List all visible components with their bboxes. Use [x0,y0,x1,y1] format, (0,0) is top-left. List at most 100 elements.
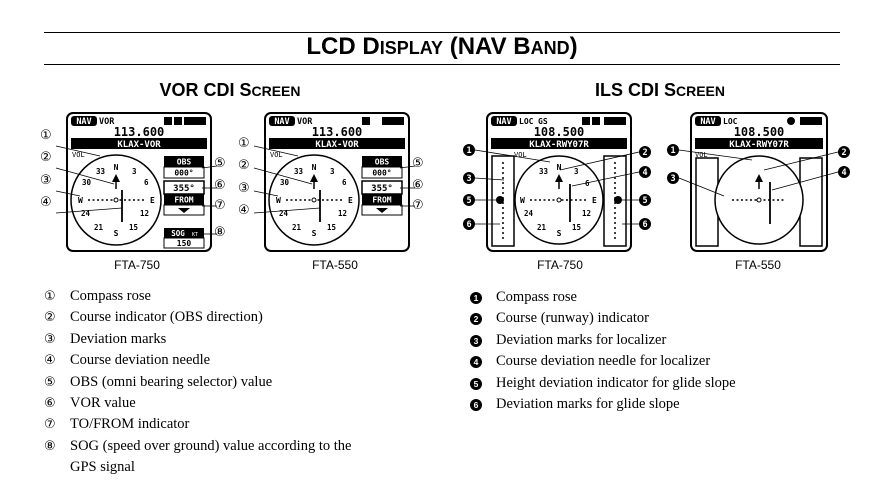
course-indicator [112,174,120,182]
svg-text:N: N [557,163,562,172]
svg-text:3: 3 [670,174,675,184]
svg-text:24: 24 [524,209,534,218]
svg-text:3: 3 [330,167,335,176]
callout: ③ [238,181,250,196]
mode-badge: NAV [76,117,91,127]
svg-text:W: W [520,196,525,205]
mode2-label: VOR [99,117,115,127]
svg-text:5: 5 [466,196,471,206]
ils-fta750-screen: NAV LOC GS 108.500 KLAX-RWY07R VOL N S W… [486,112,632,252]
svg-text:W: W [78,196,83,205]
callout: ⑤ [214,156,226,171]
mode2-label: LOC [723,117,738,126]
frequency-display: 108.500 [734,125,785,139]
heading-part: CREEN [251,83,301,99]
svg-text:3: 3 [132,167,137,176]
page-title: LCD DISPLAY (NAV BAND) [0,33,884,61]
station-id: KLAX-RWY07R [529,140,589,150]
heading-part: CREEN [676,83,726,99]
vol-label: VOL [270,151,283,159]
callout: ① [238,136,250,151]
svg-text:S: S [312,229,317,238]
svg-text:4: 4 [841,168,846,178]
title-part: LCD D [306,33,380,60]
status-icons [362,117,404,125]
mode-badge: NAV [274,117,289,127]
svg-text:4: 4 [642,168,647,178]
status-icons [787,117,822,125]
svg-text:E: E [150,196,155,205]
svg-text:6: 6 [144,178,149,187]
mode2-label: LOC [519,117,534,126]
callout: ⑧ [214,225,226,240]
sog-unit: KT [192,232,198,238]
frequency-display: 113.600 [114,125,165,139]
svg-text:24: 24 [81,209,91,218]
mode-badge: NAV [496,117,511,127]
vor-fta750-screen: NAV VOR 113.600 KLAX-VOR VOL N S W E 33 … [66,112,212,252]
svg-text:15: 15 [129,223,138,232]
callout: ④ [238,203,250,218]
svg-text:21: 21 [94,223,104,232]
top-rule [44,32,840,33]
svg-text:N: N [312,163,317,172]
ils750-callout-marks: 1 3 5 6 2 4 5 6 [463,144,651,230]
ils550-model: FTA-550 [735,258,781,272]
vor750-leader-lines [55,145,218,235]
callout: ⑦ [412,198,424,213]
svg-text:S: S [557,229,562,238]
vor550-leader-lines [253,145,416,214]
ils750-model: FTA-750 [537,258,583,272]
svg-text:S: S [114,229,119,238]
callout: ⑥ [412,178,424,193]
status-icons [164,117,206,125]
svg-text:30: 30 [280,178,290,187]
ils550-callout-marks: 1 3 2 4 [667,144,850,197]
course-indicator [755,174,763,182]
svg-text:1: 1 [466,146,471,156]
callout: ⑥ [214,178,226,193]
svg-text:E: E [348,196,353,205]
svg-text:3: 3 [574,167,579,176]
svg-text:W: W [276,196,281,205]
ils-fta550-screen: NAV LOC 108.500 KLAX-RWY07R VOL [690,112,828,252]
tofrom-indicator: FROM [174,196,193,205]
svg-text:5: 5 [642,196,647,206]
vor-value: 355° [173,184,195,194]
svg-text:12: 12 [582,209,591,218]
heading-part: ILS CDI S [594,80,676,100]
vor-value: 355° [371,184,393,194]
svg-text:6: 6 [342,178,347,187]
vor550-model: FTA-550 [312,258,358,272]
tofrom-indicator: FROM [372,196,391,205]
svg-text:24: 24 [279,209,289,218]
legend-item: GPS signal [70,459,135,476]
glide-slope-indicator [496,196,504,204]
svg-text:N: N [114,163,119,172]
svg-text:15: 15 [327,223,336,232]
obs-value: 000° [174,169,193,178]
station-id: KLAX-VOR [315,140,359,150]
svg-text:15: 15 [572,223,581,232]
callout: ⑦ [214,198,226,213]
svg-text:6: 6 [466,220,471,230]
svg-text:2: 2 [841,148,846,158]
svg-text:33: 33 [539,167,549,176]
obs-label: OBS [375,158,390,167]
ils-heading: ILS CDI SCREEN [530,80,790,101]
title-part: ISPLAY [379,38,444,58]
svg-text:33: 33 [294,167,304,176]
callout: ⑤ [412,156,424,171]
